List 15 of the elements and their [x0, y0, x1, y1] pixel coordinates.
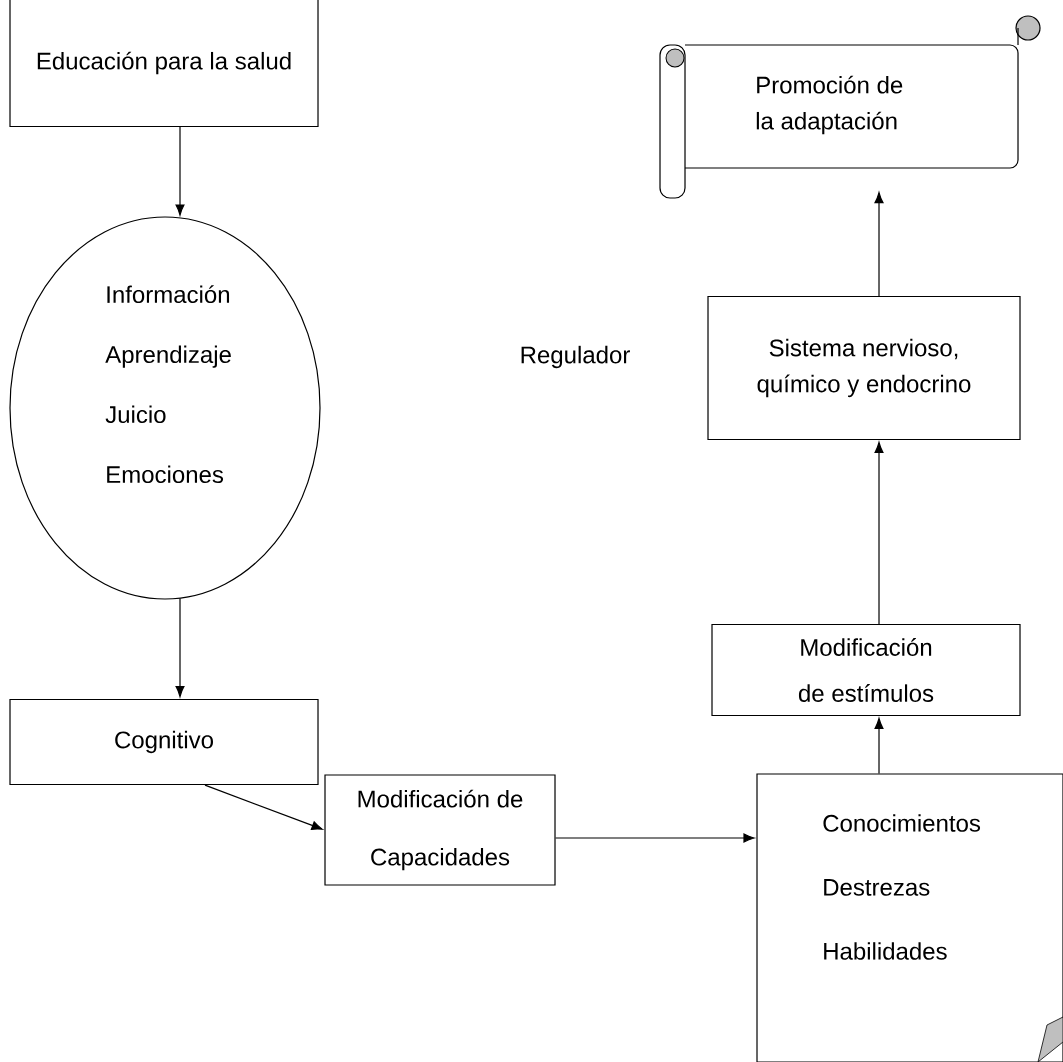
process-box: Sistema nervioso, químico y endocrino	[707, 295, 1021, 441]
arrow	[175, 598, 185, 698]
process-box: Modificación de Capacidades	[324, 774, 556, 886]
process-box: Modificación de estímulos	[711, 623, 1021, 717]
arrow	[175, 126, 185, 216]
arrow	[204, 784, 323, 830]
arrow	[874, 717, 884, 774]
document-box: Conocimientos Destrezas Habilidades	[756, 773, 1063, 1062]
node-label: Promoción de la adaptación	[756, 75, 903, 135]
process-box: Cognitivo	[9, 698, 319, 786]
arrow	[555, 833, 755, 843]
arrow	[874, 441, 884, 625]
arrow	[874, 192, 884, 297]
side-label: Regulador	[521, 345, 630, 369]
process-box: Educación para la salud	[9, 0, 319, 128]
